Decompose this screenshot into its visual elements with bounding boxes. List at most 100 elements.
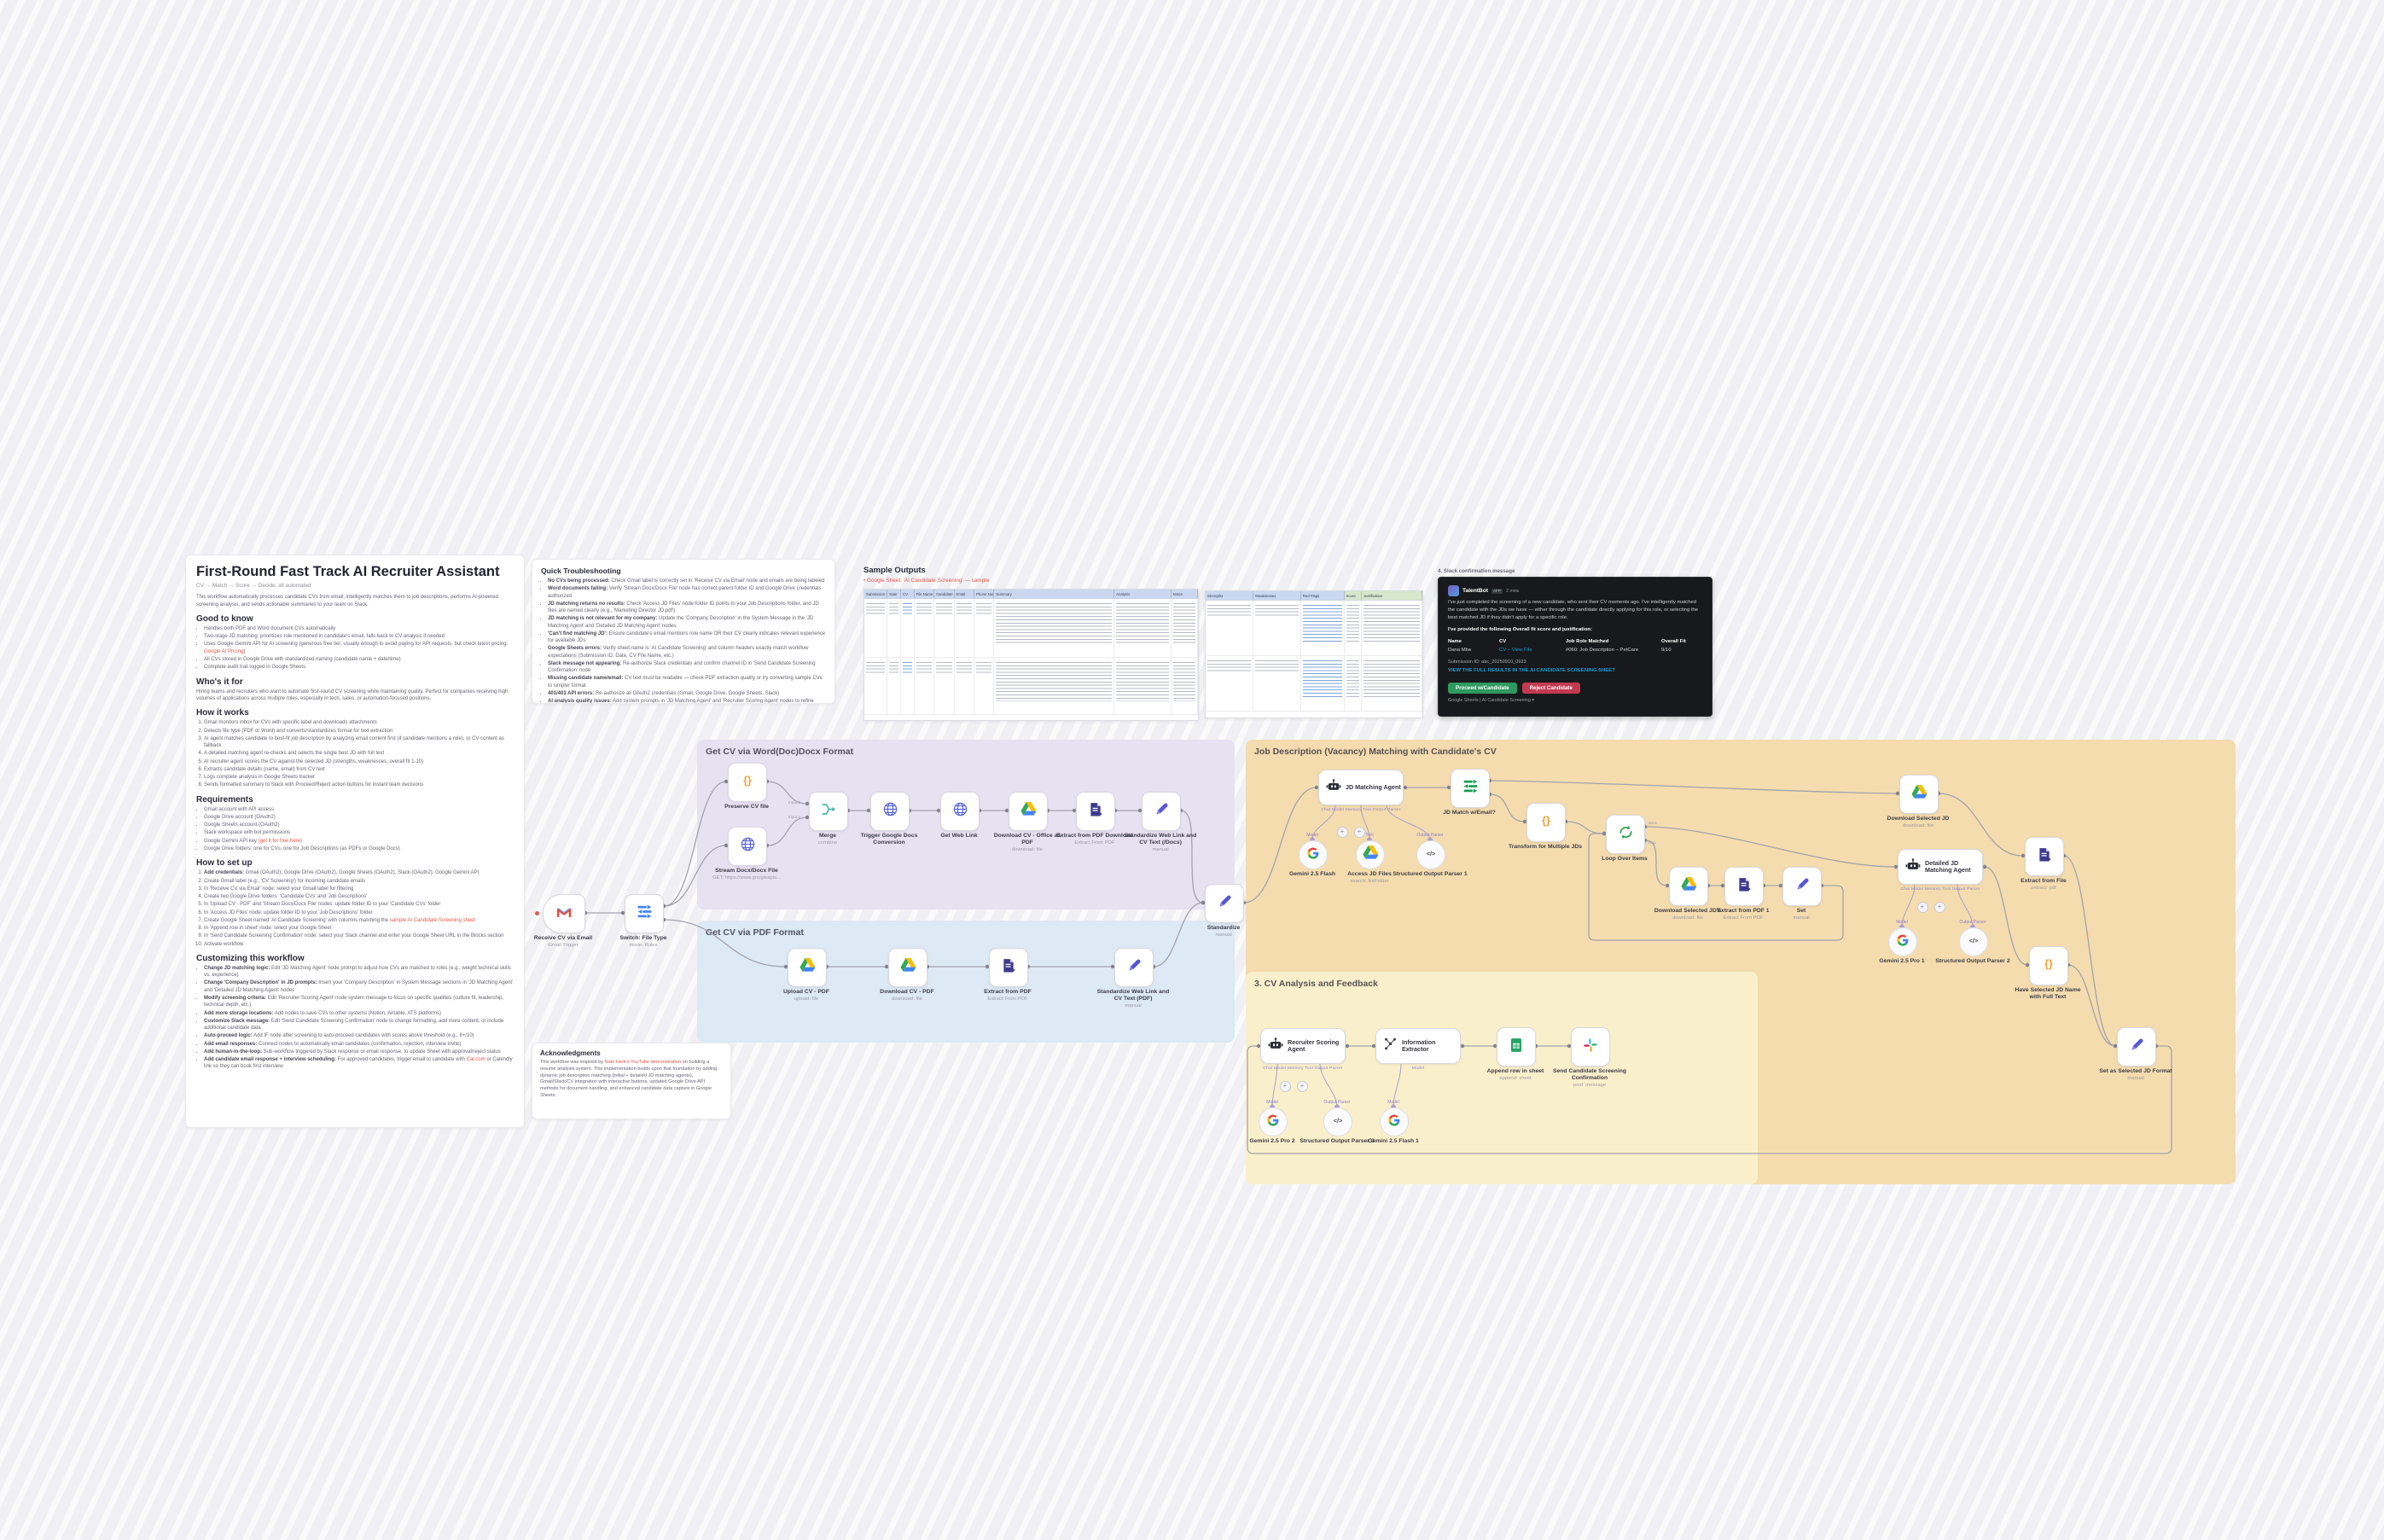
extract-docs-node[interactable] <box>1076 792 1115 831</box>
jd-agent-node[interactable]: JD Matching Agent <box>1318 770 1404 805</box>
sheet-cell <box>934 658 955 714</box>
sheet-cell <box>1253 601 1301 655</box>
red-link[interactable]: (get it for free here) <box>258 838 303 844</box>
node-label: Gemini 2.5 Flash <box>1288 871 1336 877</box>
add-port-button[interactable]: + <box>1296 1080 1308 1092</box>
dl-office-node[interactable] <box>1009 792 1048 831</box>
note-bullet: A detailed matching agent re-checks and … <box>204 750 514 757</box>
transform-jds-node[interactable]: {} <box>1526 803 1566 842</box>
bullet-bold-lead: 'Can't find matching JD': <box>548 631 608 636</box>
sheet-cell <box>1301 656 1345 711</box>
note-bullet: JD matching returns no results: Check 'A… <box>548 601 826 615</box>
receive-email-node[interactable] <box>543 894 585 933</box>
slack-table-cell: CV – View File <box>1499 648 1532 654</box>
sheet-column-header: Notes <box>1171 590 1198 598</box>
extract-pdf-node[interactable] <box>989 948 1028 987</box>
scoring-agent-node[interactable]: Recruiter Scoring Agent <box>1260 1028 1346 1064</box>
node-label: Transform for Multiple JDs <box>1508 844 1583 850</box>
have-jd-name-node[interactable]: {} <box>2029 946 2068 985</box>
slack-app-badge: APP <box>1491 588 1503 594</box>
note-bullet: Add email responses: Connect nodes to au… <box>204 1041 514 1048</box>
parser2-node[interactable]: </> <box>1959 927 1988 956</box>
jd-match-email-node[interactable] <box>1451 769 1490 808</box>
bullet-bold-lead: Change 'Company Description' in JD promp… <box>204 980 317 986</box>
red-link[interactable]: sample AI Candidate Screening sheet <box>389 917 476 923</box>
stream-docx-node[interactable] <box>728 827 767 866</box>
detailed-agent-node[interactable]: Detailed JD Matching Agent <box>1898 849 1983 885</box>
node-label: Switch: File Type <box>619 935 667 941</box>
zone-title-blue: Get CV via PDF Format <box>706 927 804 938</box>
parser1-node[interactable]: </> <box>1416 840 1445 869</box>
sample-outputs-link[interactable]: • Google Sheet: 'AI Candidate Screening'… <box>863 578 990 584</box>
merge-node[interactable] <box>809 792 848 831</box>
acknowledgments-link[interactable]: Nate Herk's YouTube demonstration <box>604 1060 682 1065</box>
red-link[interactable]: Cal.com <box>466 1057 486 1063</box>
add-port-button[interactable]: + <box>1933 901 1945 913</box>
send-slack-node[interactable] <box>1571 1027 1610 1066</box>
red-link[interactable]: Google AI Pricing <box>204 648 244 654</box>
gemini-icon <box>1896 933 1910 951</box>
connection-tag: Input 2 <box>788 815 801 819</box>
note-bullet: Uses Google Gemini API for AI screening … <box>204 641 514 655</box>
bullet-bold-lead: AI analysis quality issues: <box>548 699 612 704</box>
node-label-block: JD Match w/Email? <box>1430 810 1509 816</box>
g-pro1-node[interactable] <box>1888 927 1917 956</box>
dl-pdf-node[interactable] <box>888 948 927 987</box>
dl-selected-jds-node[interactable] <box>1669 867 1708 906</box>
note-bullet: In 'Access JD Files' node: update folder… <box>204 909 514 916</box>
extract-file-node[interactable] <box>2025 837 2064 876</box>
info-extractor-node[interactable]: Information Extractor <box>1375 1028 1461 1064</box>
loop-items-node[interactable] <box>1606 815 1645 854</box>
node-label-block: Standardize Web Link and CV Text (PDF)ma… <box>1094 989 1172 1009</box>
pencil-icon <box>1217 894 1232 914</box>
set-node-node[interactable] <box>1782 867 1822 906</box>
upload-pdf-node[interactable] <box>788 948 827 987</box>
std-docs-node[interactable] <box>1142 792 1181 831</box>
note-bullet: AI recruiter agent scores the CV against… <box>204 758 514 765</box>
zone-blue[interactable]: Get CV via PDF Format <box>697 921 1235 1043</box>
pdf-icon <box>2037 847 2052 867</box>
node-label-block: Structured Output Parser 1 <box>1391 871 1469 878</box>
sticky-note-troubleshooting[interactable]: Quick Troubleshooting No CVs being proce… <box>532 559 835 704</box>
slack-table-cell: 9/10 <box>1661 648 1672 654</box>
sticky-note-main-doc[interactable]: First-Round Fast Track AI Recruiter Assi… <box>185 555 525 1128</box>
code-icon: {} <box>1538 812 1555 834</box>
get-web-link-node[interactable] <box>940 792 980 831</box>
gemini-icon <box>1387 1113 1401 1131</box>
access-jd-node[interactable] <box>1356 840 1385 869</box>
standardize-node[interactable] <box>1205 884 1244 923</box>
workflow-title: First-Round Fast Track AI Recruiter Assi… <box>196 564 500 579</box>
sticky-note-acknowledgments[interactable]: Acknowledgments This workflow was inspir… <box>532 1043 731 1119</box>
add-port-button[interactable]: + <box>1336 826 1348 838</box>
parser3-node[interactable]: </> <box>1323 1107 1352 1136</box>
node-subtitle: download: file <box>1902 823 1934 829</box>
g-flash-node[interactable] <box>1299 840 1328 869</box>
g-pro2-node[interactable] <box>1259 1107 1288 1136</box>
dl-selected-jd-node[interactable] <box>1899 775 1939 814</box>
trigger-docs-node[interactable] <box>870 792 910 831</box>
note-list: Gmail monitors inbox for CVs with specif… <box>196 719 514 788</box>
note-bullet: Add human-in-the-loop: Sub-workflow trig… <box>204 1049 514 1055</box>
add-port-button[interactable]: + <box>1353 826 1365 838</box>
extract-pdf1-node[interactable] <box>1724 867 1764 906</box>
set-jd-format-node[interactable] <box>2117 1027 2156 1066</box>
sheet-cell <box>1301 601 1345 655</box>
bullet-bold-lead: Customize Slack message: <box>204 1018 270 1024</box>
g-flash1-node[interactable] <box>1380 1107 1409 1136</box>
append-row-node[interactable] <box>1497 1027 1536 1066</box>
sheet-cell <box>1362 601 1422 655</box>
add-port-button[interactable]: + <box>1279 1080 1291 1092</box>
std-pdf-node[interactable] <box>1114 948 1154 987</box>
bullet-bold-lead: Google Sheets errors: <box>548 646 602 652</box>
note-bullet: JD matching is not relevant for my compa… <box>548 615 826 630</box>
preserve-cv-node[interactable]: {} <box>728 763 767 802</box>
add-port-button[interactable]: + <box>1916 901 1928 913</box>
switch-file-node[interactable] <box>625 894 664 933</box>
note-section-heading: How to set up <box>196 858 253 869</box>
